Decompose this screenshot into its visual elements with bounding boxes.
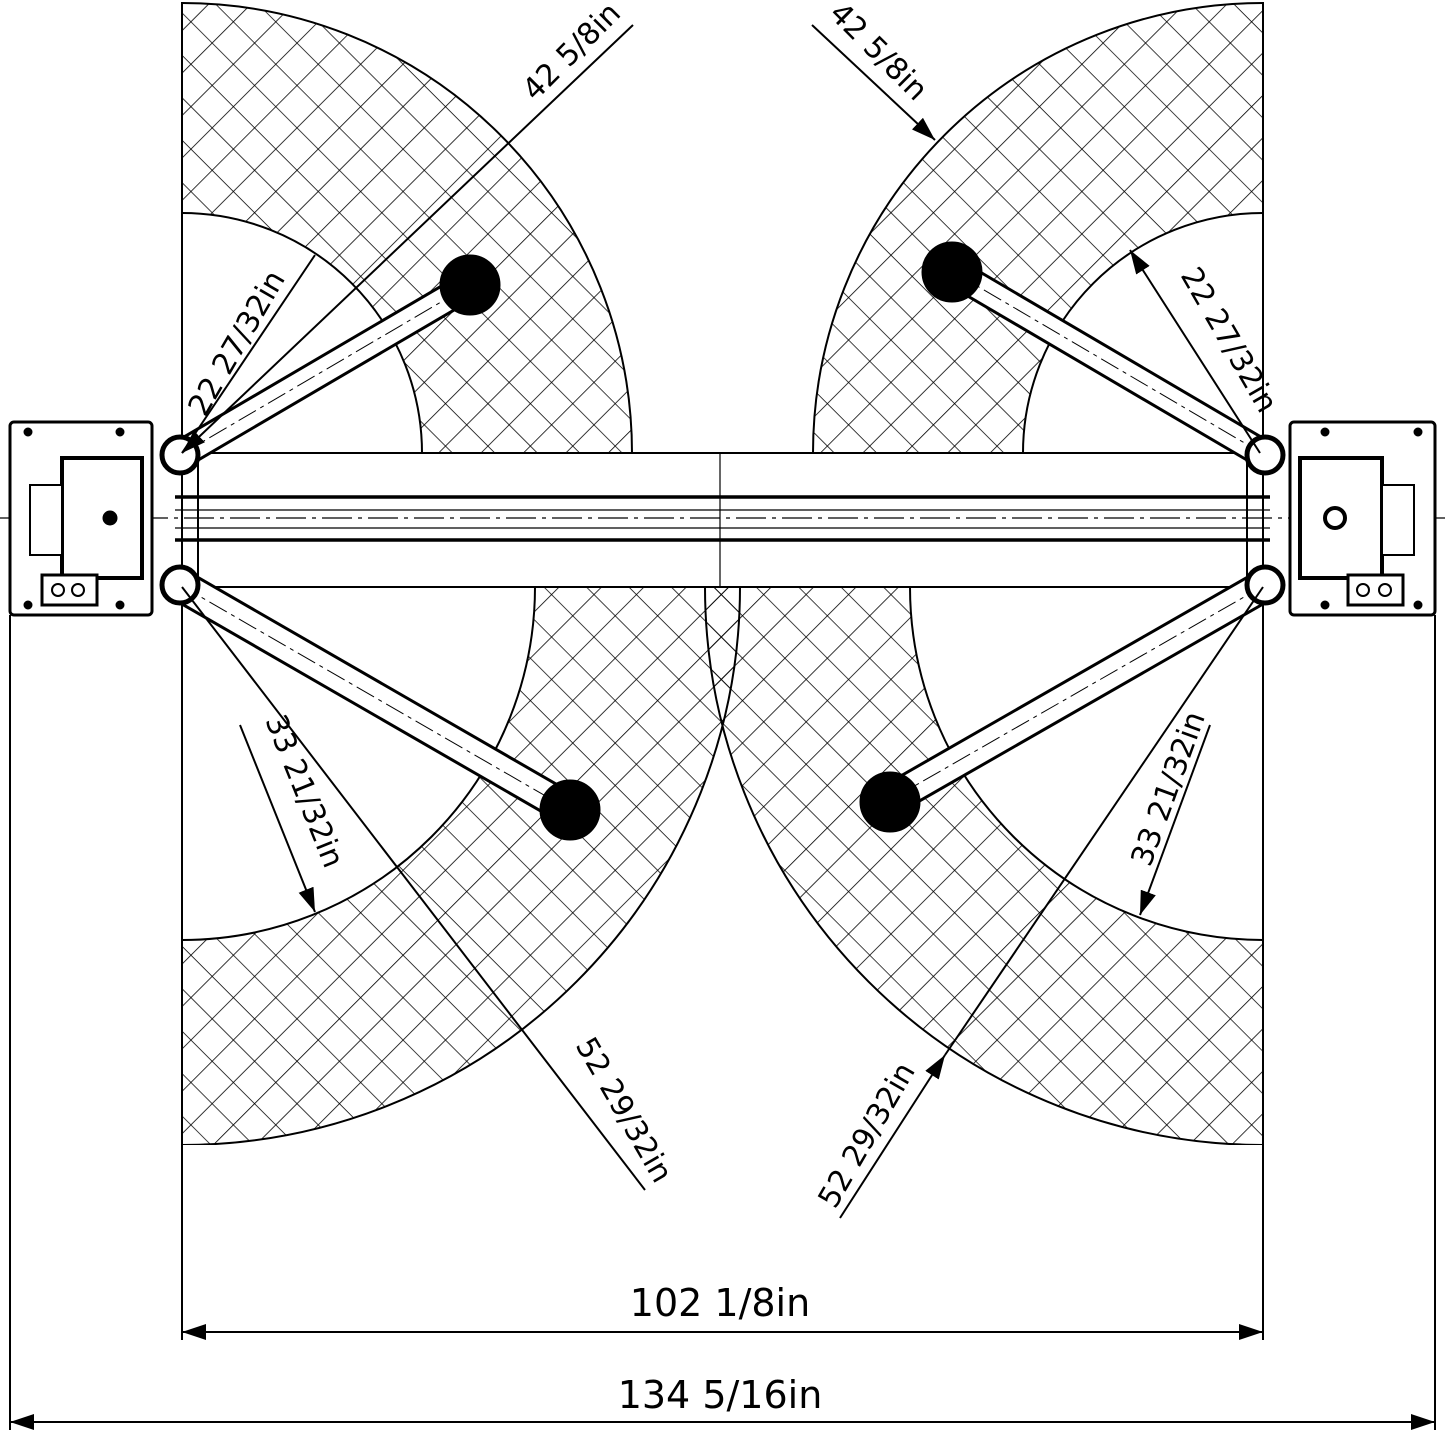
lift-arms — [159, 241, 1286, 841]
arm-bottom-right — [859, 564, 1286, 833]
arm-top-right — [921, 241, 1286, 476]
arm-bottom-left — [159, 564, 601, 841]
left-post — [8, 420, 154, 617]
width-dimension-lines — [10, 1324, 1435, 1430]
dim-inside-width: 102 1/8in — [630, 1281, 810, 1325]
dim-overall-width: 134 5/16in — [618, 1373, 823, 1417]
arm-top-left — [159, 254, 501, 476]
cross-beam — [0, 452, 1445, 588]
right-post — [1288, 420, 1437, 617]
leader-lines — [181, 24, 1264, 1219]
